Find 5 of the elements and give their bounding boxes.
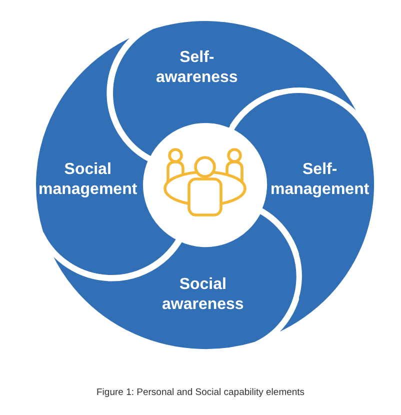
segment-label: Self-management [270,160,370,200]
segment-label: Social awareness [162,274,244,315]
figure-caption: Figure 1: Personal and Social capability elements [96,387,305,399]
segment-label: Social management [38,160,138,200]
segment-label: Self-awareness [156,48,238,88]
